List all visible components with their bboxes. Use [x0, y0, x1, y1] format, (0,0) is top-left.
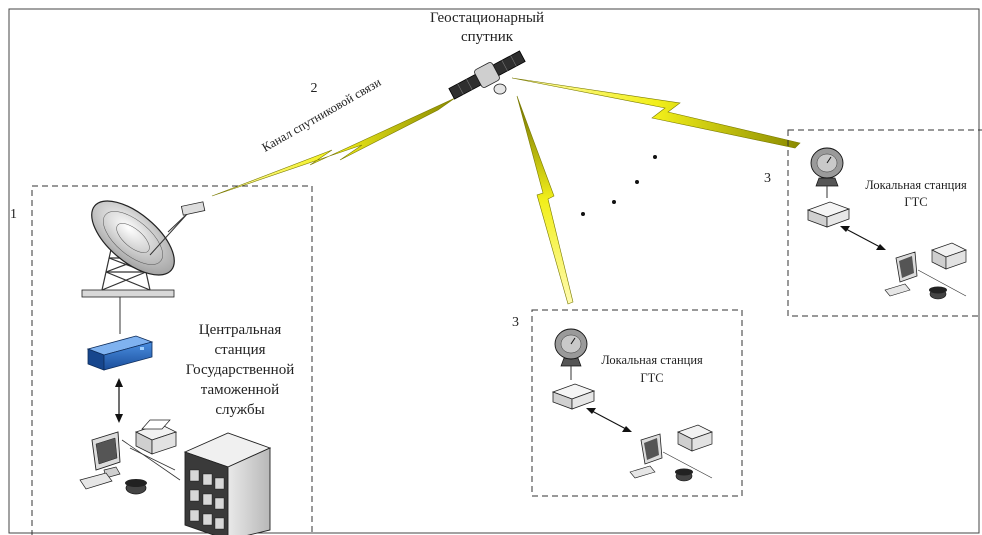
satellite-link-local-right: [511, 77, 801, 149]
satellite-label-line1: Геостационарный: [430, 10, 544, 26]
central-station-label-line5: службы: [215, 402, 264, 418]
local-dish-icon-bottom: [554, 328, 588, 367]
local-workstation-icon-right: [884, 242, 967, 300]
central-workstation-icon: [79, 419, 181, 495]
ground-dish-icon: [81, 200, 206, 298]
local-station-label-bottom-line1: Локальная станция: [601, 353, 703, 367]
central-station-label-line3: Государственной: [186, 362, 294, 378]
local-station-number-bottom: 3: [512, 315, 519, 330]
local-station-box-right: [787, 129, 982, 317]
local-workstation-icon-bottom: [629, 424, 713, 482]
local-station-label-right-line2: ГТС: [904, 195, 927, 209]
central-modem-icon: [86, 335, 154, 371]
local-station-label-bottom-line2: ГТС: [640, 371, 663, 385]
local-link-arrow-right: [840, 226, 886, 250]
customs-building-icon: [183, 432, 272, 535]
central-station-box: [31, 185, 313, 535]
local-dish-icon-right: [810, 147, 844, 187]
central-link-arrow: [115, 378, 123, 423]
local-link-arrow-bottom: [586, 408, 632, 432]
channel-number: 2: [311, 81, 318, 96]
local-modem-icon-right: [806, 201, 851, 228]
satellite-link-central: [211, 97, 456, 197]
central-station-label-line1: Центральная: [199, 322, 282, 338]
central-station-number: 1: [10, 207, 17, 222]
satellite-icon: [448, 50, 526, 100]
local-station-number-right: 3: [764, 171, 771, 186]
local-station-label-right-line1: Локальная станция: [865, 178, 967, 192]
central-station-label-line2: станция: [214, 342, 265, 358]
local-station-box-bottom: [531, 309, 743, 497]
central-station-label-line4: таможенной: [201, 382, 279, 398]
satellite-link-local-bottom: [516, 95, 574, 305]
local-modem-icon-bottom: [551, 383, 596, 410]
central-station-label: Центральная станция Государственной тамо…: [186, 322, 294, 418]
outer-border: [8, 8, 980, 534]
continuation-dots: [581, 155, 657, 216]
satellite-label-line2: спутник: [461, 29, 514, 45]
